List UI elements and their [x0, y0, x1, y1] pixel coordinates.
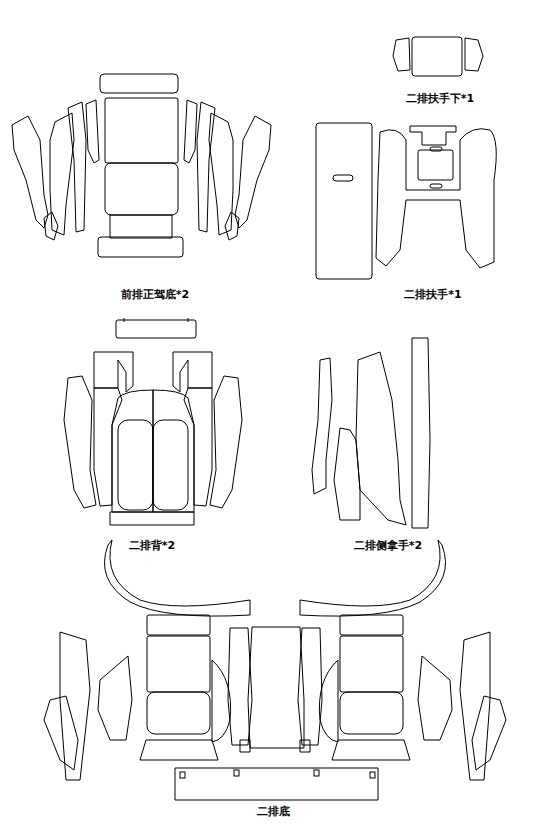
armrest-pieces: [316, 123, 496, 279]
part-label: 二排扶手下*1: [406, 92, 474, 106]
side-handle-pieces: [312, 338, 430, 528]
part-label: 前排正驾底*2: [121, 288, 189, 302]
bottom-pieces: [44, 540, 506, 800]
part-label: 二排背*2: [129, 539, 175, 553]
part-label: 二排扶手*1: [404, 288, 461, 302]
armrest-lower-pieces: [393, 37, 483, 76]
back-pieces: [64, 318, 242, 525]
part-label: 二排侧拿手*2: [354, 539, 422, 553]
part-label: 二排底: [257, 805, 290, 819]
front-seat-pieces: [12, 74, 271, 257]
